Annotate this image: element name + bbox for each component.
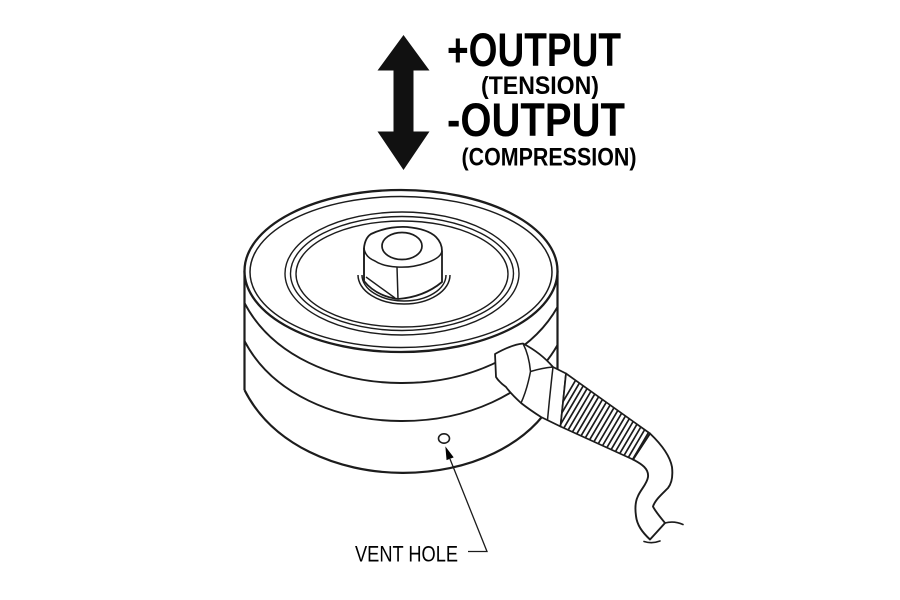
vent-hole-leader-line [449,458,488,553]
hex-nut-silhouette [363,225,443,300]
body-upper-seam [243,302,559,384]
tension-label: (TENSION) [481,72,599,100]
connector-collar-edge [546,366,554,421]
thread-coil-lines [560,373,650,460]
compression-label: (COMPRESSION) [462,144,637,172]
load-cell-drawing [243,188,559,474]
hex-nut-center-hole [381,231,423,261]
groove-ring-outer [284,211,520,336]
top-face-inner-rim [249,195,553,349]
vent-hole-label: VENT HOLE [355,542,458,567]
up-down-double-arrow-icon [377,35,430,170]
output-direction-annotation: +OUTPUT (TENSION) -OUTPUT (COMPRESSION) [377,23,637,172]
cable-break-tip-line [643,540,661,544]
hex-nut [363,225,443,300]
groove-ring-inner [295,220,509,328]
cable-break-line [664,521,684,526]
body-bottom-edge [243,389,559,474]
hex-flange-outer-arc [357,274,451,305]
thread-band-outline [559,372,651,461]
strain-relief-threads [559,372,651,461]
connector-facet-edge-top [530,366,554,373]
vent-hole [437,432,451,444]
vent-hole-callout: VENT HOLE [355,446,488,567]
hex-nut-chamfer-line [365,276,396,299]
leader-arrowhead-icon [445,446,454,461]
hex-flange-inner-arc [361,274,447,302]
hex-nut-front-corner-edge [396,266,399,300]
output-positive-label: +OUTPUT [447,23,621,76]
groove-ring-middle [289,215,515,332]
cable [632,432,674,541]
cable-assembly [494,342,684,544]
output-negative-label: -OUTPUT [447,93,625,146]
